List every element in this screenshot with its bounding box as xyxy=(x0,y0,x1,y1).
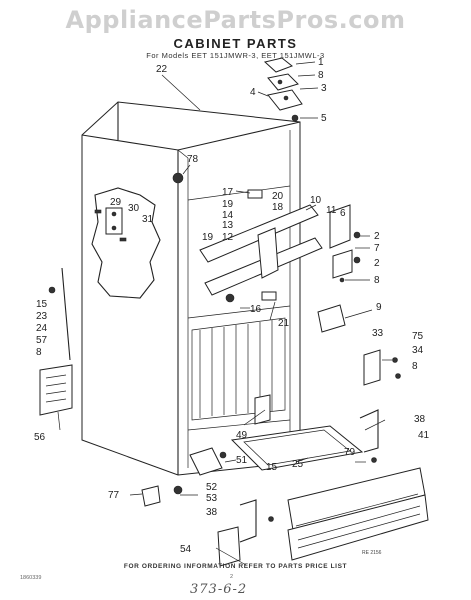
callout-29: 29 xyxy=(110,197,122,208)
callout-8: 8 xyxy=(374,275,380,286)
callout-16: 16 xyxy=(250,304,262,315)
callout-49: 49 xyxy=(236,430,248,441)
center-hinge-assembly xyxy=(172,172,361,333)
callout-2: 2 xyxy=(374,258,380,269)
callout-18: 18 xyxy=(272,202,284,213)
figure-reference: RE 2156 xyxy=(362,550,382,556)
callout-30: 30 xyxy=(128,203,140,214)
callout-20: 20 xyxy=(272,191,284,202)
callout-2: 2 xyxy=(374,231,380,242)
handwritten-note: 373-6-2 xyxy=(190,582,248,597)
callout-8: 8 xyxy=(318,70,324,81)
callout-8: 8 xyxy=(36,347,42,358)
callout-12: 12 xyxy=(222,232,234,243)
callout-77: 77 xyxy=(108,490,120,501)
callout-38: 38 xyxy=(414,414,426,425)
callout-8: 8 xyxy=(412,361,418,372)
ordering-note: FOR ORDERING INFORMATION REFER TO PARTS … xyxy=(123,563,348,570)
callout-34: 34 xyxy=(412,345,424,356)
callout-6: 6 xyxy=(340,208,346,219)
lower-right-brackets xyxy=(363,349,401,386)
page-mark: 2 xyxy=(230,574,234,580)
cabinet-shell xyxy=(81,101,301,476)
callout-19: 19 xyxy=(222,199,234,210)
callout-41: 41 xyxy=(418,430,430,441)
left-side-parts xyxy=(39,267,73,416)
callout-13: 13 xyxy=(222,220,234,231)
callout-17: 17 xyxy=(222,187,234,198)
callout-7: 7 xyxy=(374,243,380,254)
callout-79: 79 xyxy=(344,447,356,458)
top-hinge-parts xyxy=(263,57,303,122)
callout-53: 53 xyxy=(206,493,218,504)
callout-3: 3 xyxy=(321,83,327,94)
callout-10: 10 xyxy=(310,195,322,206)
callout-9: 9 xyxy=(376,302,382,313)
lower-cabinet-parts xyxy=(141,394,271,567)
watermark: AppliancePartsPros.com xyxy=(65,6,406,34)
callout-31: 31 xyxy=(142,214,154,225)
leader-lines xyxy=(57,61,392,566)
callout-21: 21 xyxy=(278,318,290,329)
side-insulation-cutout xyxy=(91,187,161,299)
callout-23: 23 xyxy=(36,311,48,322)
callout-4: 4 xyxy=(250,87,256,98)
callout-15: 15 xyxy=(36,299,48,310)
callout-75: 75 xyxy=(412,331,424,342)
callout-54: 54 xyxy=(180,544,192,555)
cabinet-floor xyxy=(191,317,286,421)
callout-25: 25 xyxy=(292,459,304,470)
drip-tray-and-grille xyxy=(230,409,429,561)
callout-22: 22 xyxy=(156,64,168,75)
callout-11: 11 xyxy=(326,205,337,216)
callout-24: 24 xyxy=(36,323,48,334)
callout-51: 51 xyxy=(236,455,248,466)
callout-labels: 22 1 8 4 3 5 78 17 19 14 13 20 18 12 10 … xyxy=(34,57,430,555)
callout-56: 56 xyxy=(34,432,46,443)
callout-15: 15 xyxy=(266,462,278,473)
callout-5: 5 xyxy=(321,113,327,124)
callout-1: 1 xyxy=(318,57,324,68)
callout-33: 33 xyxy=(372,328,384,339)
callout-78: 78 xyxy=(187,154,199,165)
callout-52: 52 xyxy=(206,482,218,493)
diagram-subtitle: For Models EET 151JMWR-3, EET 151JMWL-3 xyxy=(146,51,325,60)
callout-19: 19 xyxy=(202,232,214,243)
corner-code: 1860339 xyxy=(20,575,42,581)
callout-57: 57 xyxy=(36,335,48,346)
diagram-title: CABINET PARTS xyxy=(173,36,298,51)
callout-14: 14 xyxy=(222,210,234,221)
callout-38: 38 xyxy=(206,507,218,518)
